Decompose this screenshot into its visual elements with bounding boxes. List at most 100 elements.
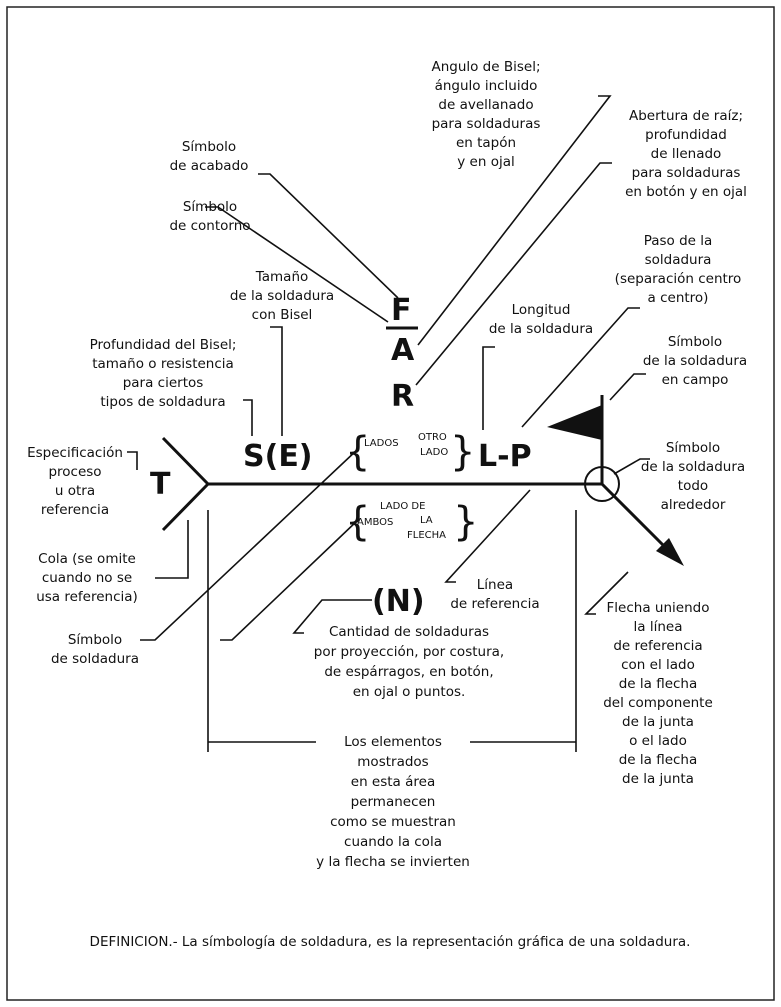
svg-text:de la flecha: de la flecha — [619, 752, 698, 768]
svg-text:Paso de la: Paso de la — [644, 233, 713, 249]
svg-text:proceso: proceso — [48, 464, 101, 480]
svg-text:en tapón: en tapón — [456, 135, 516, 151]
bracket-bottom-flecha: FLECHA — [407, 530, 446, 541]
svg-text:y la flecha se invierten: y la flecha se invierten — [316, 854, 470, 870]
svg-text:Símbolo: Símbolo — [182, 139, 236, 155]
svg-text:del componente: del componente — [603, 695, 713, 711]
svg-text:para soldaduras: para soldaduras — [432, 116, 541, 132]
svg-text:con el lado: con el lado — [621, 657, 695, 673]
leader-simbolo-soldadura-top — [140, 448, 359, 641]
leader-acabado — [258, 173, 399, 299]
field-weld-flag — [547, 405, 602, 440]
svg-text:Cantidad de soldaduras: Cantidad de soldaduras — [329, 624, 489, 640]
svg-text:de referencia: de referencia — [613, 638, 702, 654]
svg-text:Línea: Línea — [477, 577, 513, 593]
definition-text: DEFINICION.- La símbología de soldadura,… — [90, 934, 691, 950]
label-longitud: Longitud de la soldadura — [489, 302, 593, 337]
svg-text:de llenado: de llenado — [651, 146, 722, 162]
svg-text:como se muestran: como se muestran — [330, 814, 456, 830]
svg-text:en esta área: en esta área — [351, 774, 435, 790]
label-simbolo-acabado: Símbolo de acabado — [170, 139, 249, 174]
leader-longitud — [482, 346, 495, 430]
leader-flecha-uniendo — [584, 571, 629, 615]
svg-text:Angulo de Bisel;: Angulo de Bisel; — [431, 59, 540, 75]
label-tamano-bisel: Tamaño de la soldadura con Bisel — [230, 269, 334, 323]
svg-text:mostrados: mostrados — [357, 754, 428, 770]
svg-text:la línea: la línea — [634, 619, 683, 635]
svg-text:de contorno: de contorno — [169, 218, 250, 234]
leader-linea-referencia — [444, 489, 531, 583]
svg-text:de la soldadura: de la soldadura — [230, 288, 334, 304]
svg-text:de avellanado: de avellanado — [438, 97, 533, 113]
bracket-top-left-brace: { — [345, 429, 370, 475]
leader-profundidad — [243, 399, 253, 436]
bracket-top-right-brace: } — [450, 429, 475, 475]
bracket-bottom-left-brace: { — [345, 499, 370, 545]
svg-text:en ojal o puntos.: en ojal o puntos. — [353, 684, 466, 700]
svg-text:Símbolo: Símbolo — [668, 334, 722, 350]
leader-simbolo-soldadura-bottom — [220, 519, 359, 641]
leader-abertura — [415, 162, 612, 386]
tail-lower — [161, 482, 210, 532]
symbol-l-p: L-P — [478, 439, 532, 474]
leader-paso — [521, 307, 640, 428]
svg-text:de la flecha: de la flecha — [619, 676, 698, 692]
leader-cantidad — [292, 599, 372, 634]
bracket-bottom-right-brace: } — [453, 499, 478, 545]
bracket-top-otro: OTRO — [418, 432, 447, 443]
svg-text:o el lado: o el lado — [629, 733, 687, 749]
svg-text:cuando la cola: cuando la cola — [344, 834, 442, 850]
bracket-bottom-la: LA — [420, 515, 433, 526]
leader-angulo — [417, 95, 612, 346]
svg-text:por proyección, por costura,: por proyección, por costura, — [314, 644, 504, 660]
label-campo: Símbolo de la soldadura en campo — [643, 334, 747, 388]
svg-text:de la junta: de la junta — [622, 771, 694, 787]
svg-text:Abertura de raíz;: Abertura de raíz; — [629, 108, 743, 124]
svg-text:referencia: referencia — [41, 502, 109, 518]
svg-text:de la junta: de la junta — [622, 714, 694, 730]
symbol-r: R — [391, 379, 414, 414]
svg-text:a centro): a centro) — [648, 290, 709, 306]
svg-text:para soldaduras: para soldaduras — [632, 165, 741, 181]
bracket-top-lados: LADOS — [364, 438, 399, 449]
tail-upper — [161, 436, 210, 486]
svg-text:con Bisel: con Bisel — [252, 307, 313, 323]
svg-text:Especificación: Especificación — [27, 445, 123, 461]
label-especificacion: Especificación proceso u otra referencia — [27, 445, 123, 518]
leader-tamano — [270, 326, 283, 436]
leader-especificacion — [127, 451, 138, 470]
svg-text:Flecha uniendo: Flecha uniendo — [607, 600, 710, 616]
svg-text:usa referencia): usa referencia) — [36, 589, 138, 605]
leader-todo-alrededor — [613, 458, 650, 475]
svg-text:para ciertos: para ciertos — [123, 375, 204, 391]
label-todo-alrededor: Símbolo de la soldadura todo alrededor — [641, 440, 745, 513]
svg-text:de la soldadura: de la soldadura — [643, 353, 747, 369]
bracket-top-lado: LADO — [420, 447, 448, 458]
leader-campo — [609, 373, 646, 401]
svg-text:Tamaño: Tamaño — [255, 269, 309, 285]
svg-text:tipos de soldadura: tipos de soldadura — [100, 394, 225, 410]
svg-text:(separación centro: (separación centro — [615, 271, 742, 287]
label-linea-referencia: Línea de referencia — [450, 577, 539, 612]
leader-contorno — [205, 206, 389, 323]
arrow-line — [600, 482, 672, 554]
svg-text:Los elementos: Los elementos — [344, 734, 442, 750]
svg-text:en botón y en ojal: en botón y en ojal — [625, 184, 747, 200]
svg-text:todo: todo — [678, 478, 708, 494]
svg-text:de soldadura: de soldadura — [51, 651, 139, 667]
frame-border — [6, 6, 775, 1001]
svg-text:cuando no se: cuando no se — [42, 570, 132, 586]
svg-text:Profundidad del Bisel;: Profundidad del Bisel; — [90, 337, 237, 353]
svg-text:de acabado: de acabado — [170, 158, 249, 174]
bracket-bottom-ambos: AMBOS — [357, 517, 393, 528]
bracket-bottom-lado-de: LADO DE — [380, 501, 425, 512]
label-abertura-raiz: Abertura de raíz; profundidad de llenado… — [625, 108, 747, 200]
svg-text:Símbolo: Símbolo — [68, 632, 122, 648]
svg-text:Longitud: Longitud — [512, 302, 571, 318]
svg-text:Cola (se omite: Cola (se omite — [38, 551, 136, 567]
svg-text:en campo: en campo — [662, 372, 729, 388]
label-paso-soldadura: Paso de la soldadura (separación centro … — [615, 233, 742, 306]
label-angulo-bisel: Angulo de Bisel; ángulo incluido de avel… — [431, 59, 540, 170]
arrow-head — [656, 538, 684, 566]
label-cantidad: Cantidad de soldaduras por proyección, p… — [314, 624, 504, 700]
